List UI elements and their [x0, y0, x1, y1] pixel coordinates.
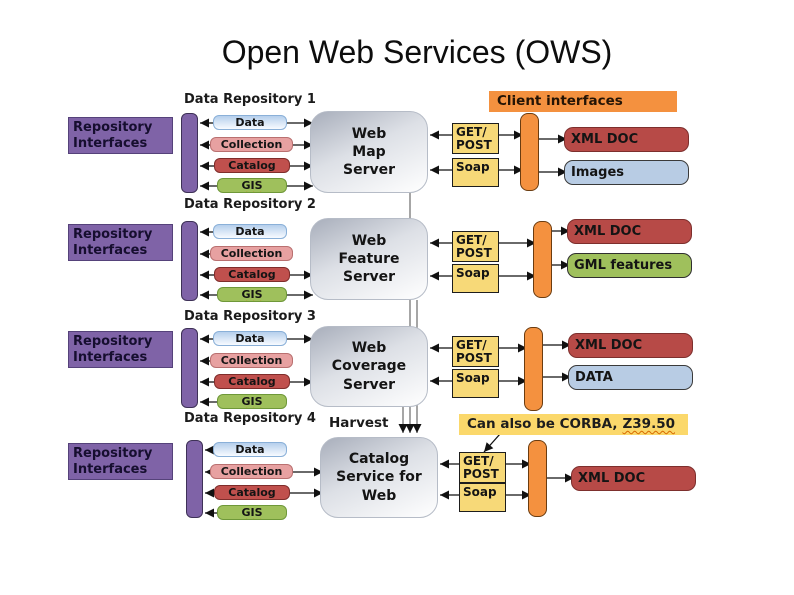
server-box: Web Map Server — [310, 111, 428, 193]
collection-box: Collection — [210, 353, 293, 368]
output-box-data: DATA — [568, 365, 693, 390]
gis-box: GIS — [217, 178, 287, 193]
output-box-xml-doc: XML DOC — [571, 466, 696, 491]
client-interface-bar — [533, 221, 552, 298]
slide-title: Open Web Services (OWS) — [221, 34, 613, 70]
client-interfaces-label: Client interfaces — [489, 91, 677, 112]
client-interface-bar — [524, 327, 543, 411]
repository-interface-bar — [186, 440, 203, 518]
gis-box: GIS — [217, 505, 287, 520]
server-box: Web Coverage Server — [310, 326, 428, 407]
repository-interfaces-box: Repository Interfaces — [68, 331, 173, 368]
repository-label: Data Repository 4 — [184, 411, 316, 426]
data-box: Data — [213, 442, 287, 457]
catalog-box: Catalog — [214, 267, 290, 282]
output-box-images: Images — [564, 160, 689, 185]
client-interface-bar — [528, 440, 547, 517]
soap-box: Soap — [452, 264, 499, 293]
repository-interfaces-box: Repository Interfaces — [68, 117, 173, 154]
corba-note-term: Z39.50 — [622, 416, 676, 432]
repository-interface-bar — [181, 113, 198, 193]
gis-box: GIS — [217, 394, 287, 409]
corba-note-text: Can also be CORBA, — [467, 416, 618, 432]
collection-box: Collection — [210, 137, 293, 152]
data-box: Data — [213, 224, 287, 239]
soap-box: Soap — [452, 369, 499, 398]
get-post-box: GET/ POST — [452, 231, 499, 262]
output-box-xml-doc: XML DOC — [564, 127, 689, 152]
data-box: Data — [213, 115, 287, 130]
client-interface-bar — [520, 113, 539, 191]
output-box-xml-doc: XML DOC — [567, 219, 692, 244]
catalog-box: Catalog — [214, 374, 290, 389]
get-post-box: GET/ POST — [452, 123, 499, 154]
repository-label: Data Repository 2 — [184, 197, 316, 212]
get-post-box: GET/ POST — [459, 452, 506, 483]
catalog-box: Catalog — [214, 485, 290, 500]
collection-box: Collection — [210, 246, 293, 261]
server-box: Catalog Service for Web — [320, 437, 438, 518]
repository-label: Data Repository 1 — [184, 92, 316, 107]
gis-box: GIS — [217, 287, 287, 302]
harvest-label: Harvest — [329, 415, 389, 431]
corba-note: Can also be CORBA,Z39.50 — [459, 414, 688, 435]
get-post-box: GET/ POST — [452, 336, 499, 367]
server-box: Web Feature Server — [310, 218, 428, 300]
catalog-box: Catalog — [214, 158, 290, 173]
collection-box: Collection — [210, 464, 293, 479]
output-box-xml-doc: XML DOC — [568, 333, 693, 358]
soap-box: Soap — [452, 158, 499, 187]
repository-label: Data Repository 3 — [184, 309, 316, 324]
repository-interface-bar — [181, 221, 198, 301]
soap-box: Soap — [459, 483, 506, 512]
repository-interfaces-box: Repository Interfaces — [68, 443, 173, 480]
data-box: Data — [213, 331, 287, 346]
repository-interface-bar — [181, 328, 198, 408]
output-box-gml-features: GML features — [567, 253, 692, 278]
repository-interfaces-box: Repository Interfaces — [68, 224, 173, 261]
